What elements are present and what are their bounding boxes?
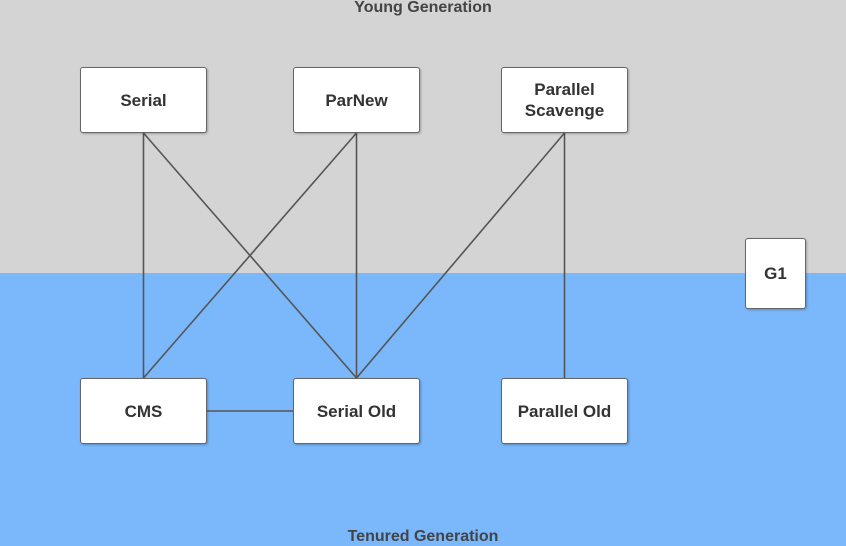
- serial-old-node: Serial Old: [293, 378, 420, 444]
- young-generation-region: [0, 0, 846, 273]
- parnew-node: ParNew: [293, 67, 420, 133]
- tenured-generation-title: Tenured Generation: [347, 528, 499, 545]
- serial-node: Serial: [80, 67, 207, 133]
- parallel-scavenge-node: Parallel Scavenge: [501, 67, 628, 133]
- edge-parallel-scavenge-to-serial-old: [355, 132, 566, 379]
- parallel-old-node: Parallel Old: [501, 378, 628, 444]
- cms-node: CMS: [80, 378, 207, 444]
- young-generation-title: Young Generation: [354, 0, 492, 16]
- edge-parnew-to-cms: [142, 132, 358, 379]
- g1-node: G1: [745, 238, 806, 309]
